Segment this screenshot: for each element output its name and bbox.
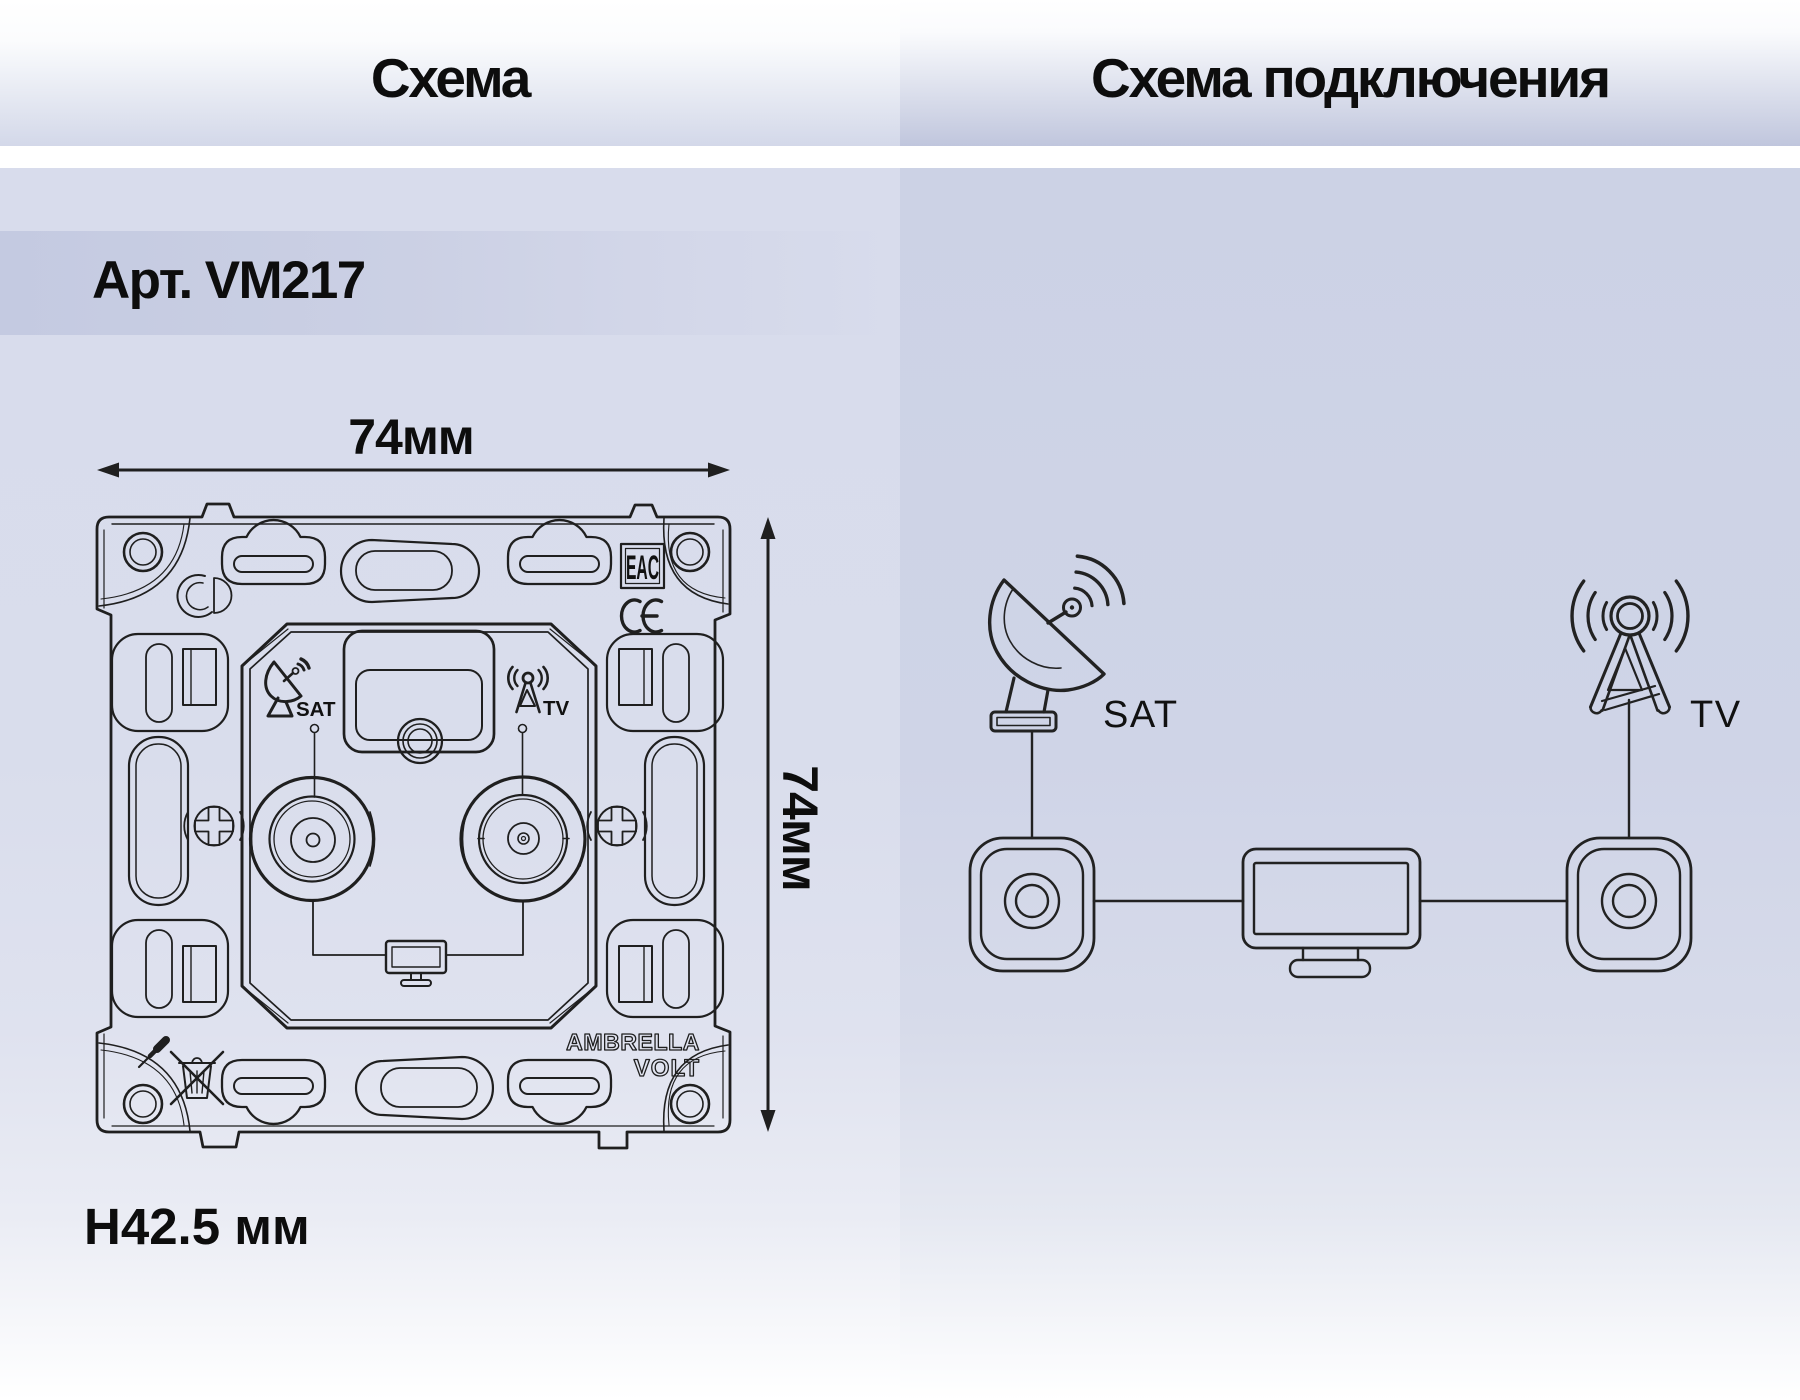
svg-text:EAC: EAC — [626, 549, 659, 587]
svg-text:AMBRELLA: AMBRELLA — [566, 1029, 700, 1055]
svg-text:74мм: 74мм — [348, 409, 474, 465]
svg-text:TV: TV — [1690, 694, 1742, 736]
svg-text:VOLT: VOLT — [634, 1055, 700, 1082]
svg-text:SAT: SAT — [1103, 694, 1179, 736]
svg-text:TV: TV — [543, 697, 570, 720]
svg-text:74мм: 74мм — [772, 765, 828, 891]
svg-text:SAT: SAT — [296, 698, 336, 721]
